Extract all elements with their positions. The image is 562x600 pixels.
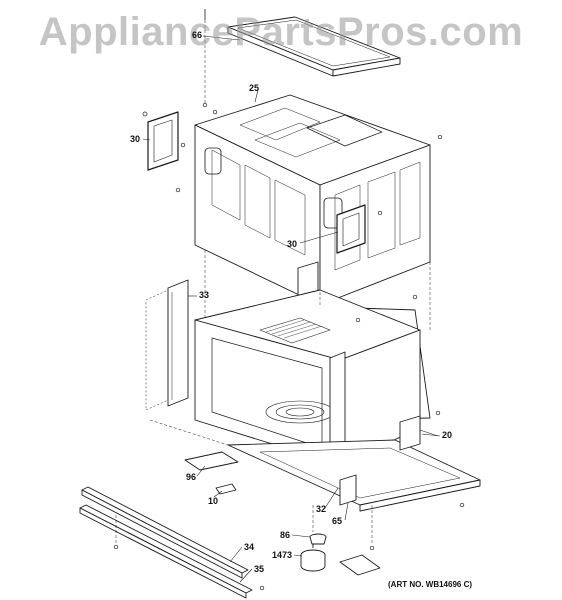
- callout-66: 66: [192, 30, 203, 40]
- callout-34: 34: [244, 542, 255, 552]
- gasket-right: [336, 204, 366, 254]
- callout-86: 86: [280, 530, 291, 540]
- trim-strip-34: [81, 486, 249, 579]
- callout-35: 35: [254, 564, 265, 574]
- callout-30-right: 30: [287, 239, 298, 249]
- callout-96: 96: [186, 472, 197, 482]
- leader-lines: [142, 35, 441, 583]
- callout-30-left: 30: [130, 134, 141, 144]
- side-trim-left: [145, 279, 189, 411]
- callout-20: 20: [442, 430, 453, 440]
- screws: [113, 102, 465, 591]
- callout-10: 10: [208, 496, 219, 506]
- trim-strip-35: [79, 504, 253, 599]
- callout-33: 33: [199, 290, 210, 300]
- alignment-lines: [115, 20, 431, 545]
- callout-1473: 1473: [272, 550, 293, 560]
- coupler: [309, 533, 327, 545]
- bracket-65: [339, 474, 357, 506]
- part-96: [184, 451, 239, 471]
- callout-32: 32: [316, 504, 327, 514]
- art-number: (ART NO. WB14696 C): [388, 580, 473, 589]
- callout-25: 25: [249, 83, 260, 93]
- outer-case: [194, 94, 431, 306]
- part-10: [215, 483, 237, 495]
- turntable-motor: [300, 540, 326, 572]
- bracket-20: [399, 415, 439, 451]
- callout-65: 65: [332, 516, 343, 526]
- bottom-plate: [227, 439, 481, 512]
- top-panel: [204, 9, 401, 77]
- motor-cover: [339, 554, 381, 576]
- gasket-left: [147, 111, 179, 171]
- oven-cavity: [194, 289, 421, 471]
